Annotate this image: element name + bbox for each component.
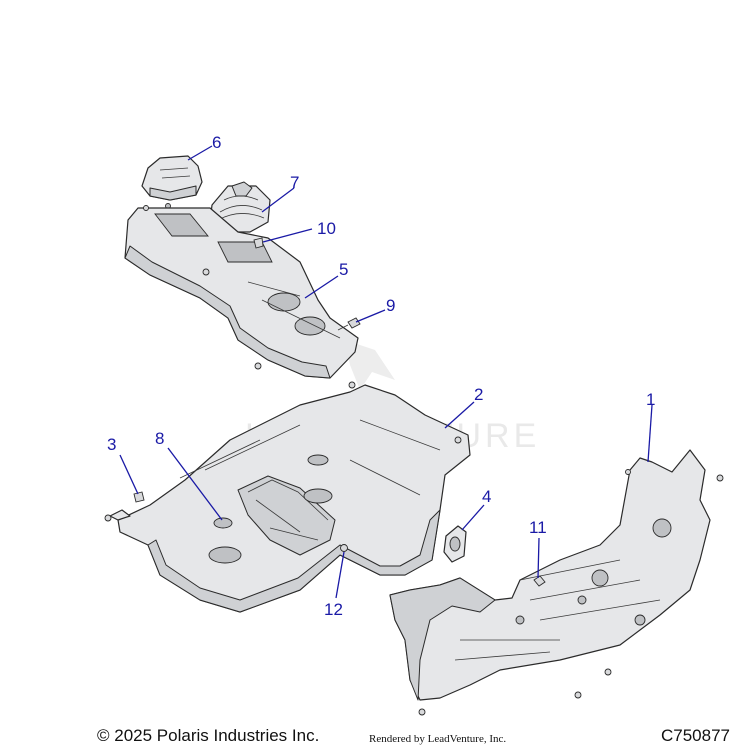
watermark-logo: [345, 340, 395, 390]
part-3-clip[interactable]: [133, 491, 145, 503]
copyright-text: © 2025 Polaris Industries Inc.: [97, 726, 320, 745]
callout-labels: 1 2 3 4 5 6 7 8 9 10 11 12: [107, 133, 655, 619]
callout-leaders: [119, 145, 653, 599]
part-8-plug[interactable]: [213, 517, 233, 529]
callout-10[interactable]: 10: [317, 219, 336, 238]
diagram-code: C750877: [661, 726, 731, 745]
callout-12[interactable]: 12: [324, 600, 343, 619]
rendered-by-text: Rendered by LeadVenture, Inc.: [369, 733, 507, 745]
part-4-bracket[interactable]: [443, 525, 467, 563]
part-6-cover[interactable]: [141, 155, 203, 209]
callout-1[interactable]: 1: [646, 390, 655, 409]
part-12-grommet[interactable]: [340, 544, 348, 552]
callout-9[interactable]: 9: [386, 296, 395, 315]
part-9-screw[interactable]: [337, 317, 361, 331]
part-1-floor-pan[interactable]: [389, 449, 724, 716]
callout-3[interactable]: 3: [107, 435, 116, 454]
callout-11[interactable]: 11: [529, 518, 547, 537]
part-2-floor[interactable]: [104, 381, 471, 613]
callout-8[interactable]: 8: [155, 429, 164, 448]
callout-7[interactable]: 7: [290, 173, 299, 192]
part-5-console[interactable]: [124, 205, 359, 379]
part-10-screw[interactable]: [253, 237, 264, 249]
callout-2[interactable]: 2: [474, 385, 483, 404]
callout-4[interactable]: 4: [482, 487, 491, 506]
callout-5[interactable]: 5: [339, 260, 348, 279]
callout-6[interactable]: 6: [212, 133, 221, 152]
